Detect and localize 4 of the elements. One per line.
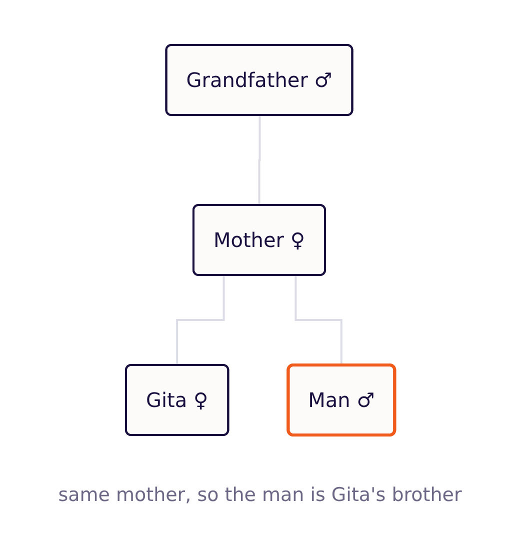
caption: same mother, so the man is Gita's brother (58, 484, 462, 506)
connector (176, 276, 224, 366)
connector (258, 116, 260, 206)
connector (294, 276, 342, 366)
